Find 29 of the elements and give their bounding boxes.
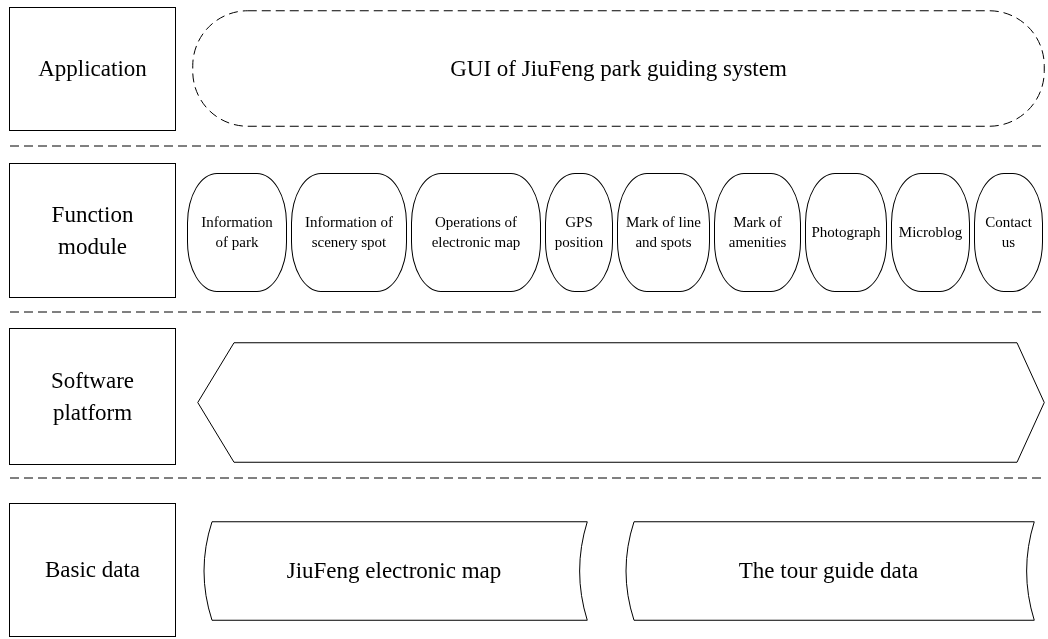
interface-title: GUI of JiuFeng park guiding system [450,54,787,83]
module-pill [187,173,287,292]
layer-box [9,163,176,298]
module-label: Mark of amenities [727,213,788,252]
module-pill [891,173,970,292]
module-label: Information of scenery spot [304,213,394,252]
layer-box [9,328,176,465]
module-label: Photograph [811,222,881,242]
layer-label: Function module [50,201,135,261]
module-pill [805,173,887,292]
module-label: GPS position [553,213,605,252]
data-label: JiuFeng electronic map [286,557,502,585]
layer-box [9,7,176,131]
layer-box [9,503,176,637]
module-label: Operations of electronic map [430,213,522,252]
module-pill [714,173,801,292]
module-label: Mark of line and spots [625,213,702,252]
module-pill [974,173,1043,292]
layer-label: Application [38,55,147,84]
layer-label: Basic data [44,556,141,585]
module-pill [411,173,541,292]
module-pill [291,173,407,292]
module-pill [617,173,710,292]
module-label: Information of park [200,213,274,252]
module-label: Contact us [984,213,1033,252]
data-label: The tour guide data [738,557,919,585]
layer-label: Software platform [50,367,135,427]
module-pill [545,173,613,292]
module-label: Microblog [898,222,963,242]
